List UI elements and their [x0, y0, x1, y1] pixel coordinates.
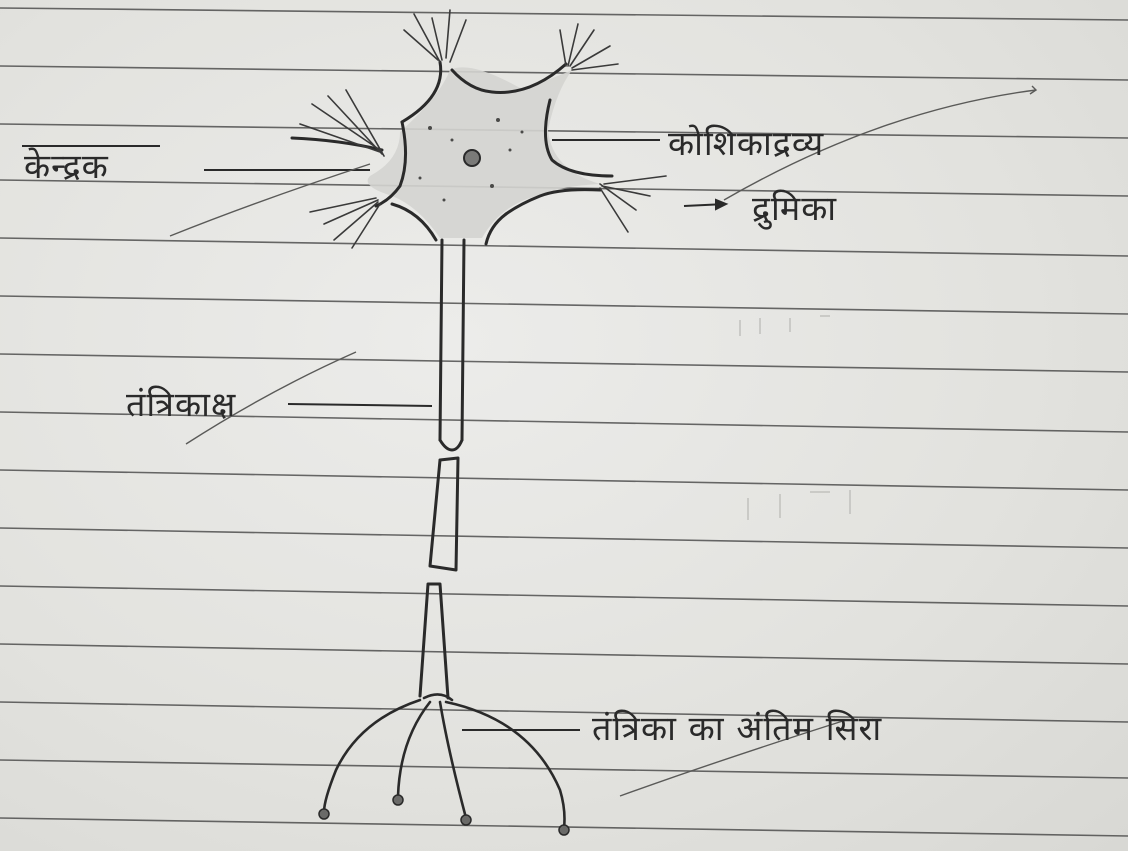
bleed-through-marks — [740, 316, 850, 520]
ruled-line — [0, 760, 1128, 778]
terminal-knob — [393, 795, 403, 805]
label-axon: तंत्रिकाक्ष — [126, 388, 236, 422]
terminal-knob — [559, 825, 569, 835]
label-dendrite: द्रुमिका — [752, 192, 837, 226]
axon — [420, 240, 464, 698]
ruled-line — [0, 702, 1128, 722]
ruled-line — [0, 528, 1128, 548]
arrowhead — [716, 200, 726, 209]
leader-axon — [288, 404, 432, 406]
ruled-line — [0, 586, 1128, 606]
cell-body-fill — [368, 67, 600, 238]
terminal-knobs — [319, 795, 569, 835]
ruled-line — [0, 124, 1128, 138]
label-nucleolus: केन्द्रक — [24, 150, 109, 184]
label-cytoplasm: कोशिकाद्रव्य — [668, 127, 824, 161]
ruled-line — [0, 238, 1128, 256]
ruled-line — [0, 470, 1128, 490]
label-nerve-ending: तंत्रिका का अंतिम सिरा — [592, 712, 882, 746]
ruled-line — [0, 8, 1128, 20]
terminal-knob — [461, 815, 471, 825]
leader-lines — [22, 140, 726, 730]
terminal-knob — [319, 809, 329, 819]
nucleus — [464, 150, 480, 166]
axon-terminals — [324, 694, 565, 828]
ruled-line — [0, 354, 1128, 372]
ruled-line — [0, 296, 1128, 314]
ruled-line — [0, 644, 1128, 664]
